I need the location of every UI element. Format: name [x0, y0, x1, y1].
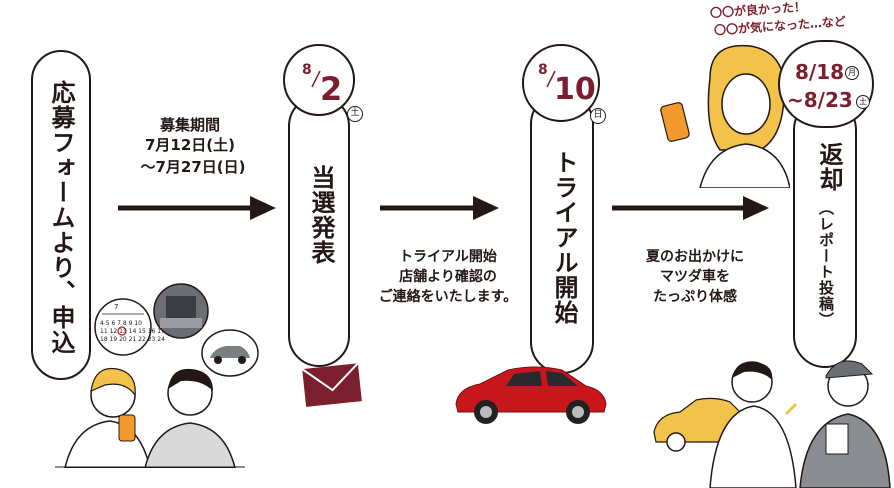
step-2-weekday: 土	[347, 106, 363, 122]
woman-phone-illustration	[660, 44, 790, 188]
contact-line-2: 店舗より確認の	[399, 269, 497, 285]
step-4-weekday-1: 月	[845, 66, 859, 80]
period-line-2: 〜7月27日(日)	[140, 158, 246, 176]
calendar-row-3: 11 12 13 14 15 16 17	[100, 328, 165, 335]
step-3-date-slash	[546, 70, 556, 88]
step-3-day: 10	[554, 72, 596, 107]
couple-illustration	[55, 367, 245, 468]
period-line-1: 7月12日(土)	[144, 136, 236, 154]
contact-line-1: トライアル開始	[399, 249, 497, 265]
step-1-label: 応募フォームより、申込	[47, 80, 75, 355]
calendar-month: 7	[114, 303, 119, 311]
step-4-sublabel: （レポート投稿）	[817, 200, 835, 328]
arrow-2	[380, 196, 499, 220]
step-2-date-circle	[283, 44, 355, 116]
period-title: 募集期間	[159, 116, 220, 134]
step-3-month: 8	[538, 62, 548, 78]
step-3-date-circle	[522, 44, 600, 122]
step-3-label: トライアル開始	[550, 150, 578, 325]
calendar-row-4: 18 19 20 21 22 23 24	[100, 336, 165, 343]
step-4-date-line-2: ~8/23	[787, 88, 853, 112]
step-4-date-line-1: 8/18	[795, 60, 845, 84]
step-2-pill	[288, 95, 350, 367]
enjoy-line-3: たっぷり体感	[653, 289, 737, 305]
step-2-month: 8	[302, 62, 312, 78]
step-2-day: 2	[320, 70, 343, 108]
step-3-pill	[530, 92, 594, 374]
step-1-pill	[31, 50, 91, 380]
step-2-date-slash	[311, 70, 321, 88]
step-4-pill	[793, 98, 857, 368]
step-4-weekday-2: 土	[856, 95, 870, 109]
return-illustration	[653, 360, 891, 488]
calendar-illustration	[94, 298, 152, 356]
red-car-illustration	[455, 366, 607, 424]
car-photo	[201, 329, 259, 377]
enjoy-line-2: マツダ車を	[660, 269, 730, 285]
step-4-label: 返却	[815, 142, 843, 192]
store-photo	[153, 283, 209, 339]
arrow-3	[612, 196, 769, 220]
step-4-date-circle	[778, 40, 874, 128]
enjoy-line-1: 夏のお出かけに	[646, 249, 744, 265]
step-3-weekday: 日	[590, 108, 606, 124]
contact-line-3: ご連絡をいたします。	[378, 289, 518, 305]
calendar-row-2: 4 5 6 7 8 9 10	[100, 320, 142, 327]
step-2-label: 当選発表	[307, 165, 335, 265]
arrow-1	[118, 196, 276, 220]
envelope-icon	[301, 362, 362, 407]
